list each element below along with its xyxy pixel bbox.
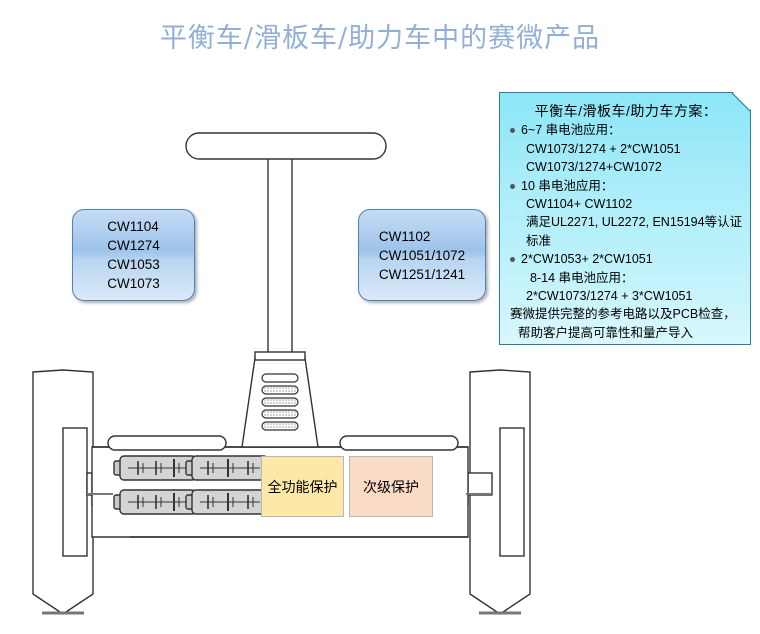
vent-slot-5 xyxy=(261,421,299,431)
info-panel-footer-line-2: 帮助客户提高可靠性和量产导入 xyxy=(518,325,694,340)
left-product-list: CW1104 CW1274 CW1053 CW1073 xyxy=(101,217,166,293)
info-bullet-1: 6~7 串电池应用： xyxy=(508,121,744,139)
column-collar xyxy=(254,351,306,361)
battery-icon-4 xyxy=(185,489,269,515)
left-footpad xyxy=(107,435,227,451)
info-bullet-2: 10 串电池应用： xyxy=(508,177,744,195)
right-wheel-hub xyxy=(499,427,525,557)
info-bullet-2-label: 10 串电池应用： xyxy=(521,178,614,193)
left-product-line-2: CW1274 xyxy=(107,238,160,253)
info-bullet-3-sub-1: 8-14 串电池应用： xyxy=(530,270,634,285)
secondary-protection-box[interactable]: 次级保护 xyxy=(349,456,433,517)
info-bullet-2-sub-1: CW1104+ CW1102 xyxy=(526,197,633,212)
info-bullet-3-sub-2: 2*CW1073/1274 + 3*CW1051 xyxy=(526,289,693,304)
left-wheel-hub xyxy=(62,427,88,557)
right-product-callout[interactable]: CW1102 CW1051/1072 CW1251/1241 xyxy=(358,209,486,301)
info-bullet-1-sub-2: CW1073/1274+CW1072 xyxy=(526,160,662,175)
left-product-line-1: CW1104 xyxy=(107,219,159,234)
secondary-protection-label: 次级保护 xyxy=(363,478,419,495)
vent-slot-1 xyxy=(261,373,299,383)
info-bullet-2-sub-2: 满足UL2271, UL2272, EN15194等认证标准 xyxy=(526,215,743,248)
vent-slot-3 xyxy=(261,397,299,407)
right-product-list: CW1102 CW1051/1072 CW1251/1241 xyxy=(373,227,471,284)
info-bullet-1-label: 6~7 串电池应用： xyxy=(521,123,621,138)
info-bullet-1-sub-1: CW1073/1274 + 2*CW1051 xyxy=(526,141,681,156)
info-panel-heading: 平衡车/滑板车/助力车方案： xyxy=(534,103,718,119)
info-bullet-3: 2*CW1053+ 2*CW1051 xyxy=(508,250,744,268)
info-panel-footer-line-1: 赛微提供完整的参考电路以及PCB检查， xyxy=(510,307,736,322)
full-function-protection-label: 全功能保护 xyxy=(267,478,338,495)
vent-slot-2 xyxy=(261,385,299,395)
right-product-line-2: CW1051/1072 xyxy=(378,247,466,263)
right-product-line-1: CW1102 xyxy=(378,228,431,244)
left-product-line-4: CW1073 xyxy=(107,276,160,291)
right-wheel-axle xyxy=(465,472,493,496)
right-product-line-3: CW1251/1241 xyxy=(378,266,466,282)
battery-icon-1 xyxy=(113,455,197,481)
info-panel-bullet-list: 6~7 串电池应用： CW1073/1274 + 2*CW1051 CW1073… xyxy=(508,121,744,305)
info-bullet-3-label: 2*CW1053+ 2*CW1051 xyxy=(521,252,653,267)
left-product-callout[interactable]: CW1104 CW1274 CW1053 CW1073 xyxy=(72,209,195,301)
vent-slot-4 xyxy=(261,409,299,419)
page-title: 平衡车/滑板车/助力车中的赛微产品 xyxy=(159,23,601,54)
full-function-protection-box[interactable]: 全功能保护 xyxy=(261,456,344,517)
handlebar xyxy=(185,132,387,160)
battery-icon-2 xyxy=(185,455,269,481)
right-footpad xyxy=(339,435,459,451)
battery-icon-3 xyxy=(113,489,197,515)
left-product-line-3: CW1053 xyxy=(107,257,160,272)
solution-info-panel[interactable]: 平衡车/滑板车/助力车方案： 6~7 串电池应用： CW1073/1274 + … xyxy=(499,92,751,345)
